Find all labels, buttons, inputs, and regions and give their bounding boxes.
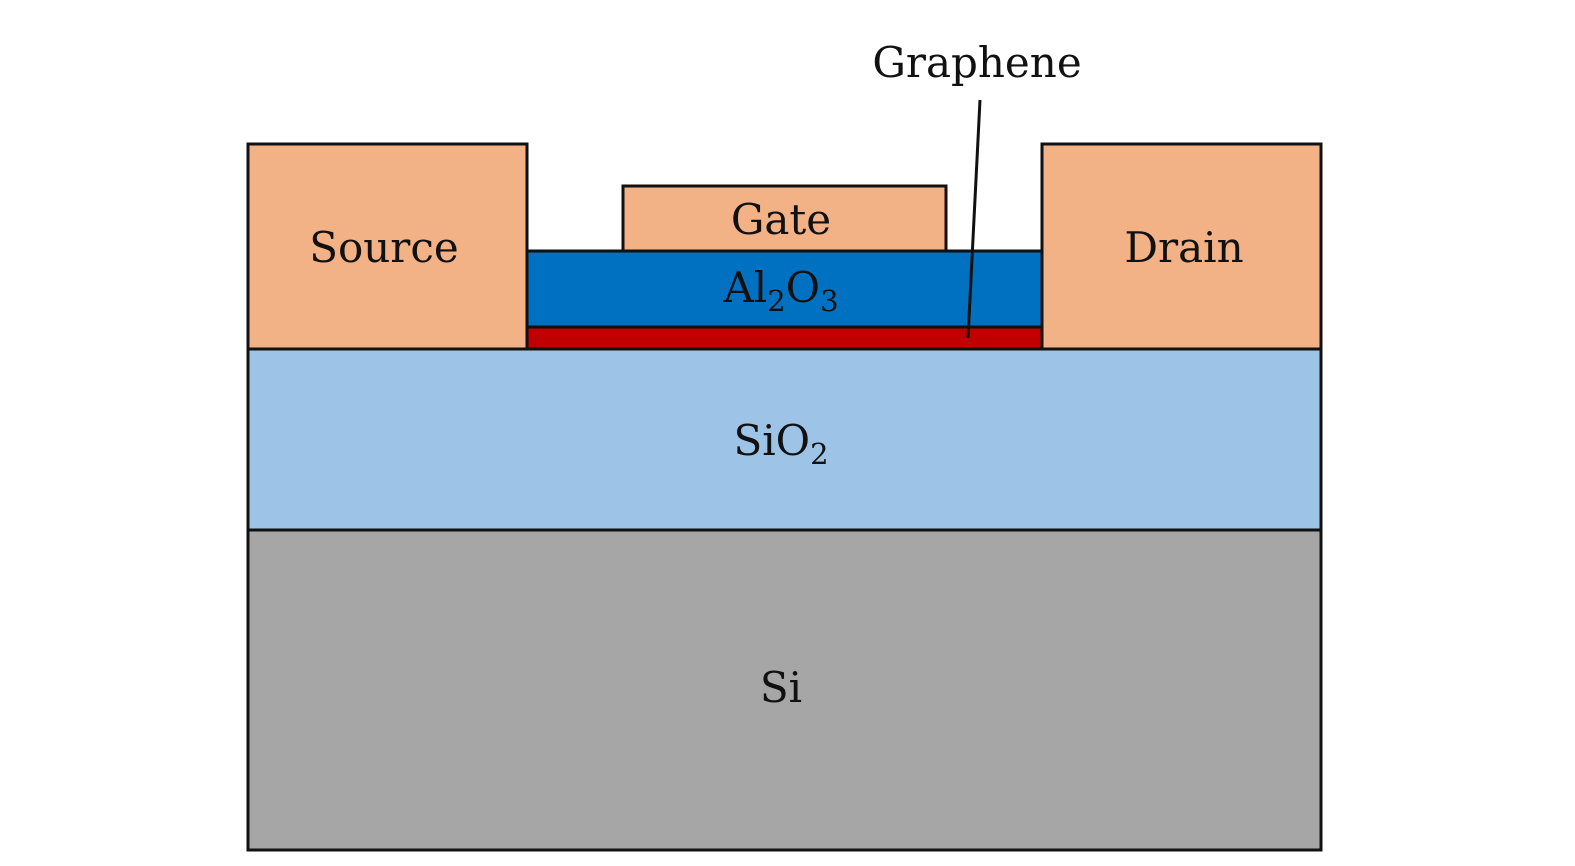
gate-contact [621, 184, 948, 253]
graphene-label: Graphene [872, 38, 1081, 87]
sio2-label: SiO2 [733, 416, 828, 471]
si-label: Si [760, 663, 802, 712]
al2o3-label: Al2O3 [722, 263, 838, 318]
al2o3-layer [525, 249, 1044, 329]
si-substrate [246, 528, 1323, 852]
source-contact [246, 142, 529, 351]
graphene-layer [525, 325, 1044, 351]
sio2-layer [246, 347, 1323, 532]
source-label: Source [309, 223, 459, 272]
drain-contact [1040, 142, 1323, 351]
drain-label: Drain [1124, 223, 1243, 272]
gate-label: Gate [731, 195, 831, 244]
graphene-pointer-line [966, 99, 982, 339]
